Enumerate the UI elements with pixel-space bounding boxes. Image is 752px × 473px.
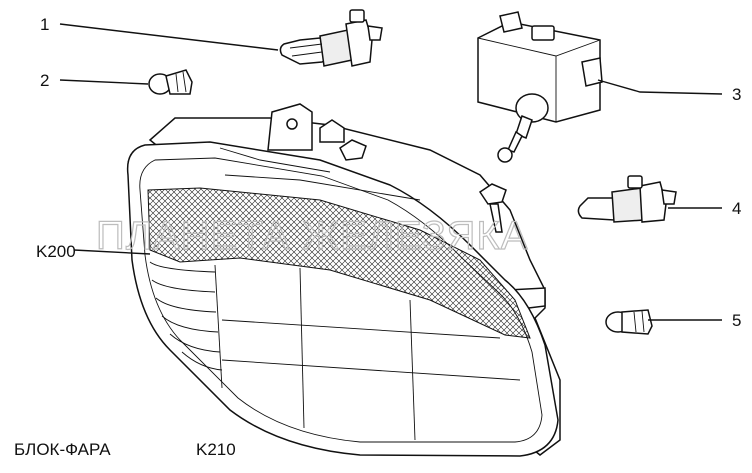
callout-5: 5 bbox=[732, 311, 741, 330]
callout-4: 4 bbox=[732, 199, 741, 218]
headlamp-assembly-icon bbox=[126, 103, 561, 457]
caption-title: БЛОК-ФАРА bbox=[14, 440, 111, 459]
leader-lines bbox=[59, 23, 723, 321]
callout-2: 2 bbox=[40, 71, 49, 90]
callout-1: 1 bbox=[40, 15, 49, 34]
wedge-bulb-icon bbox=[605, 309, 653, 335]
caption-code: K210 bbox=[196, 440, 236, 459]
ref-headlamp-label: K200 bbox=[36, 242, 76, 261]
callout-3: 3 bbox=[732, 85, 741, 104]
watermark-text: ПЛАНЕТА ЖЕЛЕЗЯКА bbox=[96, 214, 528, 258]
halogen-bulb-icon bbox=[279, 9, 383, 67]
small-bulb-icon bbox=[148, 69, 193, 95]
adjuster-motor-icon bbox=[477, 11, 603, 163]
bulb-holder-icon bbox=[577, 175, 677, 223]
